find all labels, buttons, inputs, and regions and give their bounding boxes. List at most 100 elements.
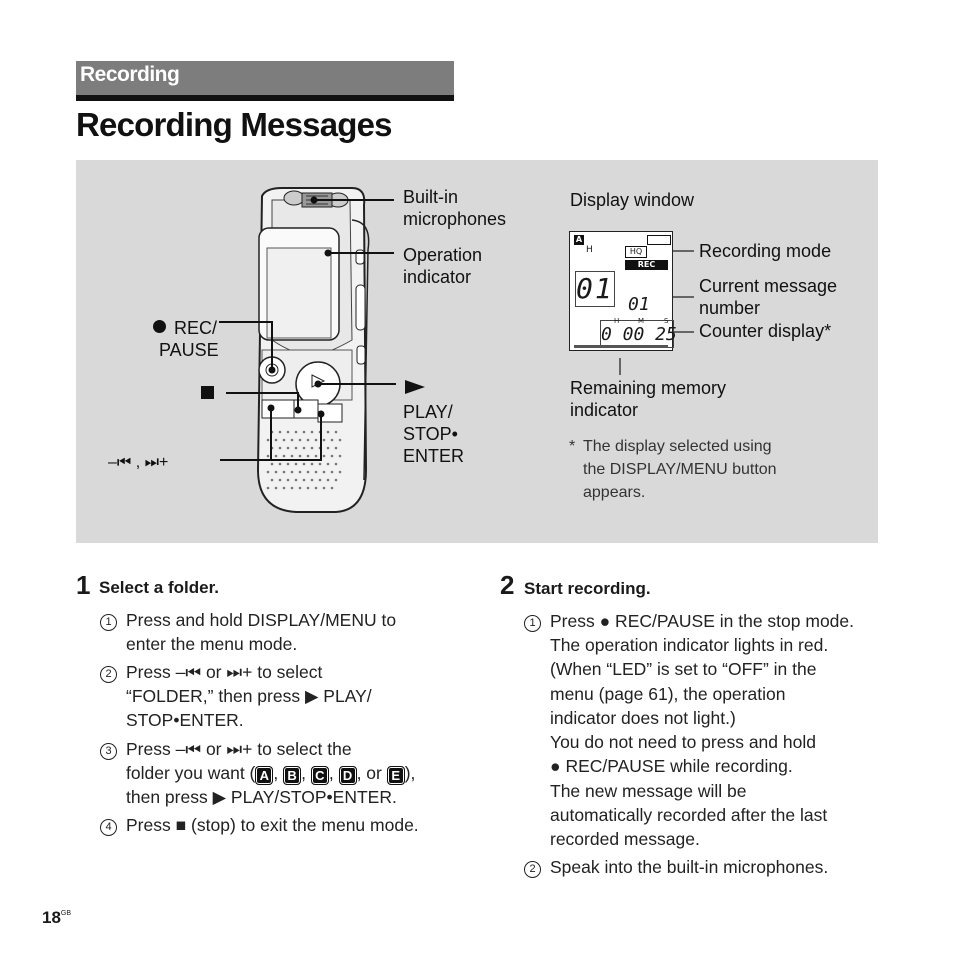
text-fragment: REC/PAUSE while recording. xyxy=(560,756,793,776)
record-icon: ● xyxy=(599,611,611,631)
stop-square-icon xyxy=(201,386,214,399)
display-folder-number: 01 xyxy=(575,271,615,307)
step-1-item-2-line-1: Press –⏮ or ⏭+ to select xyxy=(126,660,322,684)
label-play-2: STOP• xyxy=(403,424,458,444)
record-dot-icon xyxy=(153,320,166,333)
text-fragment: PLAY/STOP•ENTER. xyxy=(226,787,397,807)
text-fragment: REC/PAUSE in the stop mode. xyxy=(610,611,854,631)
label-play-3: ENTER xyxy=(403,446,465,466)
step-2-item-2-line-1: Speak into the built-in microphones. xyxy=(550,857,829,877)
text-fragment: Press xyxy=(550,611,600,631)
folder-a-icon: A xyxy=(255,766,274,785)
text-fragment: or xyxy=(201,662,227,682)
device-illustration xyxy=(219,187,694,513)
step-2-item-1-line-4: menu (page 61), the operation xyxy=(550,684,786,704)
step-2-item-2: 2 xyxy=(524,855,541,879)
step-2-item-1-line-10: recorded message. xyxy=(550,829,700,849)
skip-back-icon: ⏮ xyxy=(185,662,202,682)
step-2-item-1-line-2: The operation indicator lights in red. xyxy=(550,635,829,655)
display-screen: A H HQ REC 01 01 0 00 25 H M S xyxy=(569,231,677,351)
footnote-star: * xyxy=(569,438,576,455)
label-skip-buttons: –⏮ , ⏭+ xyxy=(108,454,169,471)
text-fragment: or xyxy=(201,739,227,759)
step-2-item-1-line-6: You do not need to press and hold xyxy=(550,732,816,752)
label-rec-pause-2: PAUSE xyxy=(159,340,219,360)
step-2-item-1-line-5: indicator does not light.) xyxy=(550,708,736,728)
label-op-indicator-2: indicator xyxy=(403,267,472,287)
text-fragment: PLAY/ xyxy=(318,686,372,706)
step-1-item-3-line-1: Press –⏮ or ⏭+ to select the xyxy=(126,737,352,761)
display-h-label: H xyxy=(614,317,620,325)
folder-e-icon: E xyxy=(386,766,405,785)
step-1-item-1: 1 xyxy=(100,608,117,632)
folder-d-icon: D xyxy=(338,766,357,785)
display-mode: HQ xyxy=(625,246,647,258)
step-2-item-1: 1 xyxy=(524,609,541,633)
display-message-number: 01 xyxy=(628,294,650,315)
footnote-line-2: the DISPLAY/MENU button xyxy=(583,461,777,478)
text-fragment: then press xyxy=(126,787,213,807)
step-1-item-3: 3 xyxy=(100,737,117,761)
text-fragment: “FOLDER,” then press xyxy=(126,686,305,706)
skip-forward-icon: ⏭ xyxy=(226,739,243,759)
text-fragment: Press – xyxy=(126,739,186,759)
step-1-item-2: 2 xyxy=(100,660,117,684)
display-counter: 0 00 25 xyxy=(600,320,677,348)
display-m-label: M xyxy=(638,317,645,325)
label-current-msg-1: Current message xyxy=(699,276,838,296)
figure-panel xyxy=(76,160,878,543)
item-marker: 4 xyxy=(100,819,117,836)
display-folder-icon: A xyxy=(574,235,584,245)
step-2-title: Start recording. xyxy=(524,579,651,598)
label-rec-pause-1: REC/ xyxy=(174,318,218,338)
battery-icon xyxy=(647,235,671,245)
step-1-item-1-line-1: Press and hold DISPLAY/MENU to xyxy=(126,610,397,630)
page-title: Recording Messages xyxy=(76,106,393,143)
label-current-msg-2: number xyxy=(699,298,761,318)
step-2-item-1-line-1: Press ● REC/PAUSE in the stop mode. xyxy=(550,609,854,633)
step-1-item-1-line-2: enter the menu mode. xyxy=(126,634,298,654)
play-icon: ▶ xyxy=(304,686,319,706)
stop-icon: ■ xyxy=(175,815,187,835)
text-fragment: (stop) to exit the menu mode. xyxy=(186,815,419,835)
label-remaining-2: indicator xyxy=(570,400,639,420)
step-1-number: 1 xyxy=(76,570,91,600)
text-fragment: + to select xyxy=(242,662,323,682)
page-number-suffix: GB xyxy=(60,910,72,917)
page-number: 18GB xyxy=(42,908,71,928)
text-fragment: + to select the xyxy=(242,739,352,759)
folder-b-icon: B xyxy=(283,766,302,785)
play-icon: ▶ xyxy=(212,787,227,807)
text-fragment: ), xyxy=(404,763,416,783)
step-1-item-2-line-2: “FOLDER,” then press ▶ PLAY/ xyxy=(126,684,372,708)
item-marker: 3 xyxy=(100,743,117,760)
label-recording-mode: Recording mode xyxy=(699,241,832,261)
display-s-label: S xyxy=(664,317,669,325)
text-fragment: Press – xyxy=(126,662,186,682)
skip-back-icon: ⏮ xyxy=(185,739,202,759)
footnote-line-1: The display selected using xyxy=(583,438,772,455)
step-2-item-1-line-8: The new message will be xyxy=(550,781,747,801)
text-fragment: Press xyxy=(126,815,176,835)
skip-forward-icon: ⏭ xyxy=(226,662,243,682)
label-remaining-1: Remaining memory xyxy=(570,378,727,398)
label-builtin-mic-1: Built-in xyxy=(403,187,459,207)
display-mic-sens: H xyxy=(586,245,593,255)
record-icon: ● xyxy=(550,756,561,776)
text-fragment: folder you want ( xyxy=(126,763,256,783)
step-2-item-1-line-9: automatically recorded after the last xyxy=(550,805,828,825)
display-rec-badge: REC xyxy=(625,260,668,270)
step-1-item-4-line-1: Press ■ (stop) to exit the menu mode. xyxy=(126,813,419,837)
label-play-1: PLAY/ xyxy=(403,402,453,422)
label-display-window: Display window xyxy=(570,190,695,210)
label-op-indicator-1: Operation xyxy=(403,245,483,265)
label-counter-display: Counter display* xyxy=(699,321,832,341)
folder-c-icon: C xyxy=(310,766,329,785)
step-1-item-3-line-2: folder you want (A, B, C, D, or E), xyxy=(126,763,416,785)
step-2-number: 2 xyxy=(500,570,515,600)
item-marker: 1 xyxy=(100,614,117,631)
page-number-value: 18 xyxy=(42,908,61,927)
item-marker: 1 xyxy=(524,615,541,632)
item-marker: 2 xyxy=(100,666,117,683)
step-1-title: Select a folder. xyxy=(99,578,219,597)
